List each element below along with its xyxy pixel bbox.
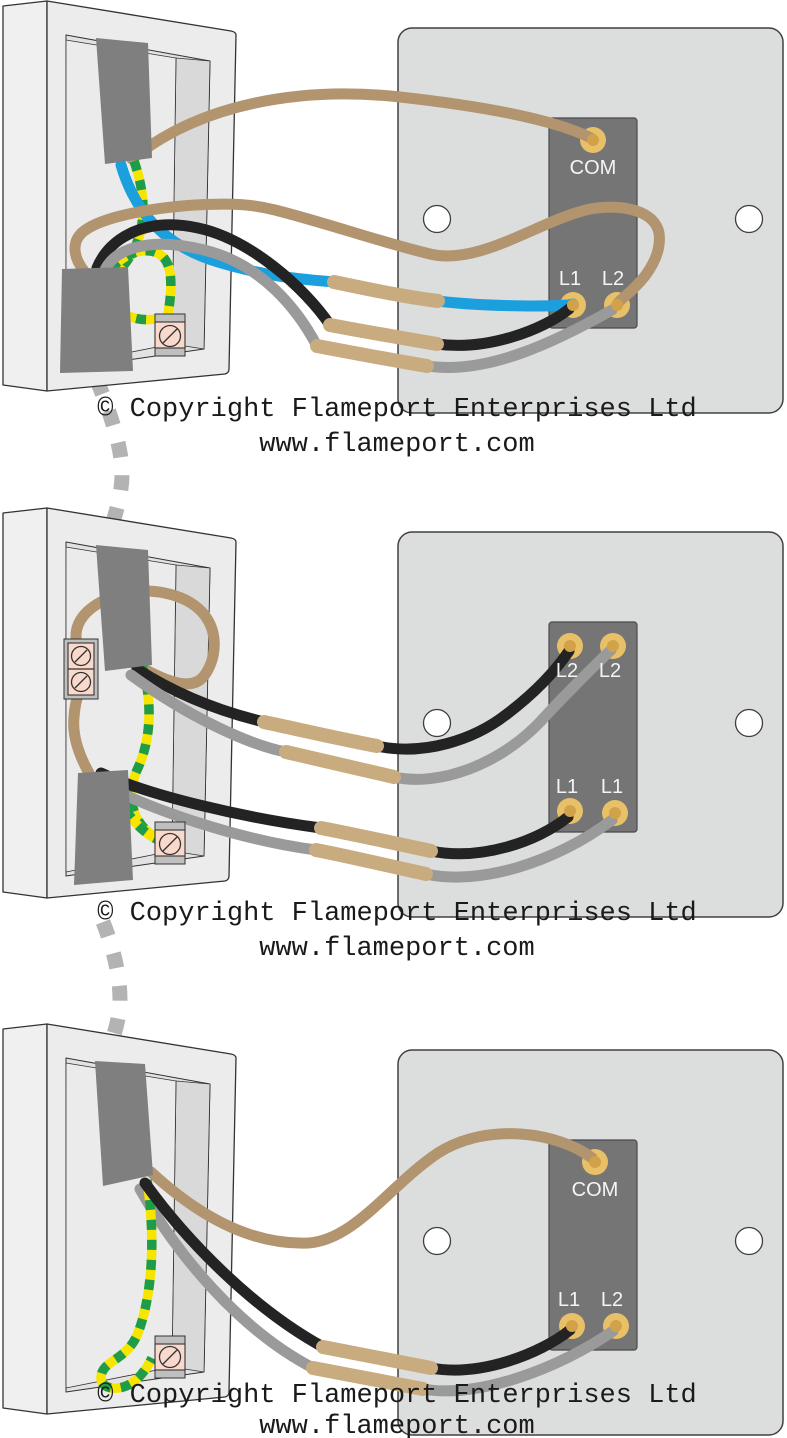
cable-sheath-top	[96, 545, 152, 671]
brown-sleeve-on-gray	[310, 339, 434, 373]
copyright-line1: © Copyright Flameport Enterprises Ltd	[97, 395, 697, 425]
cable-sheath-bottom	[74, 770, 133, 885]
cable-run-dashes-2-3	[96, 919, 128, 1047]
wire-end	[607, 640, 619, 652]
earth-terminal-block	[154, 313, 186, 357]
wire-end	[611, 299, 623, 311]
connector-block-browns	[63, 638, 99, 700]
brown-sleeve-on-black-bottom	[314, 821, 438, 858]
wire-end	[610, 1320, 622, 1332]
copyright-line2: www.flameport.com	[259, 934, 534, 964]
label-l2: L2	[601, 1289, 623, 1311]
label-l1: L1	[559, 268, 581, 290]
brown-sleeve-on-black	[316, 1340, 438, 1375]
wire-brown-l2-loop	[69, 198, 665, 309]
copyright-line2: www.flameport.com	[259, 1412, 534, 1438]
wire-end	[564, 805, 576, 817]
switch-plate	[397, 1049, 784, 1436]
panel-intermediate-switch: L2 L2 L1 L1 © Copyright Flameport Enterp…	[2, 507, 784, 964]
brown-sleeve-on-black	[323, 318, 444, 351]
wire-end	[589, 1156, 601, 1168]
label-l2-right: L2	[599, 660, 621, 682]
wire-end	[567, 299, 579, 311]
wire-end	[566, 1320, 578, 1332]
wire-brown-com	[145, 1128, 598, 1249]
copyright-line1: © Copyright Flameport Enterprises Ltd	[97, 1381, 697, 1411]
brown-sleeve-on-gray-top	[279, 745, 401, 784]
brown-sleeve-on-gray-bottom	[309, 843, 433, 881]
cable-sheath-top	[95, 1061, 153, 1186]
brown-sleeve-on-blue	[327, 275, 445, 308]
label-l2-left: L2	[556, 660, 578, 682]
panel-two-way-switch-1: COM L1 L2 © Copyright Flameport Enterpri…	[2, 0, 784, 460]
label-com: COM	[570, 157, 617, 179]
wire-brown-top-loop	[70, 585, 220, 690]
earth-wire-stripes	[96, 1179, 157, 1393]
copyright-line1: © Copyright Flameport Enterprises Ltd	[97, 899, 697, 929]
label-com: COM	[572, 1179, 619, 1201]
label-l1: L1	[558, 1289, 580, 1311]
wire-end	[564, 640, 576, 652]
earth-terminal-block	[154, 821, 186, 865]
brown-sleeve-on-gray	[306, 1361, 430, 1396]
wire-end	[587, 134, 599, 146]
cable-sheath-top	[96, 38, 152, 164]
copyright-line2: www.flameport.com	[259, 430, 534, 460]
cable-run-dashes-1-2	[90, 377, 130, 531]
wire-end	[609, 807, 621, 819]
wire-brown-com	[126, 88, 597, 165]
cable-sheath-bottom	[60, 267, 133, 373]
label-l1-right: L1	[601, 776, 623, 798]
brown-sleeve-on-black-top	[257, 715, 384, 753]
switch-plate	[397, 27, 784, 414]
earth-terminal-block	[154, 1335, 186, 1379]
label-l2: L2	[602, 268, 624, 290]
panel-two-way-switch-2: COM L1 L2 © Copyright Flameport Enterpri…	[2, 1023, 784, 1438]
label-l1-left: L1	[556, 776, 578, 798]
